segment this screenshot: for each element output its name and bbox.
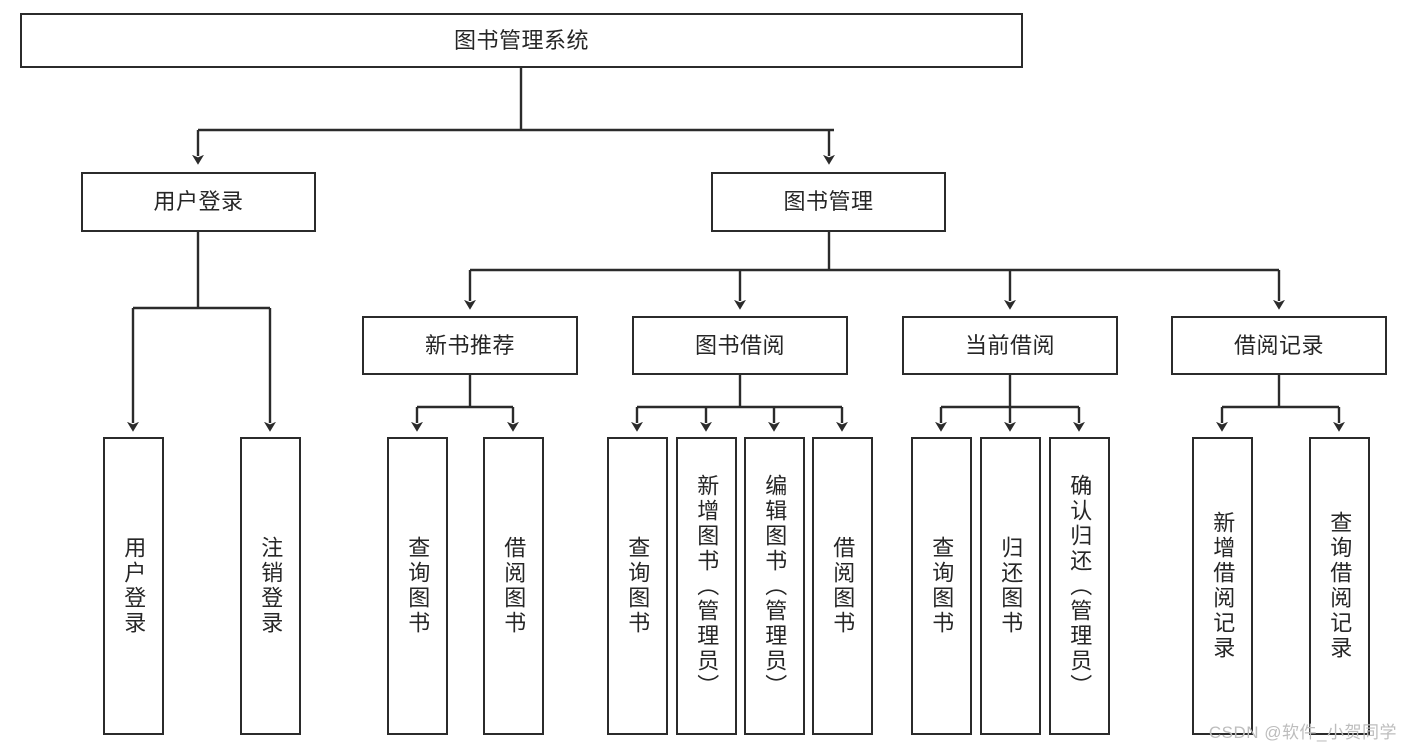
node-current-borrow[interactable]: 当前借阅: [902, 316, 1118, 375]
leaf-borrow-book-1-label: 借阅图书: [501, 536, 527, 636]
leaf-return-book-label: 归还图书: [998, 536, 1024, 636]
leaf-edit-book[interactable]: 编辑图书（管理员）: [744, 437, 805, 735]
node-borrow-record-label: 借阅记录: [1233, 332, 1324, 358]
leaf-query-book-2-label: 查询图书: [625, 536, 651, 636]
leaf-query-book-3-label: 查询图书: [929, 536, 955, 636]
leaf-add-record-label: 新增借阅记录: [1210, 511, 1236, 661]
leaf-confirm-return[interactable]: 确认归还（管理员）: [1049, 437, 1110, 735]
leaf-borrow-book-2[interactable]: 借阅图书: [812, 437, 873, 735]
watermark: CSDN @软件_小贺同学: [1208, 723, 1397, 742]
node-user-login-label: 用户登录: [153, 189, 244, 215]
node-book-manage-label: 图书管理: [783, 189, 874, 215]
leaf-query-book-3[interactable]: 查询图书: [911, 437, 972, 735]
leaf-add-book-label: 新增图书（管理员）: [694, 473, 720, 699]
leaf-confirm-return-label: 确认归还（管理员）: [1067, 473, 1093, 699]
leaf-query-book-2[interactable]: 查询图书: [607, 437, 668, 735]
leaf-edit-book-label: 编辑图书（管理员）: [762, 473, 788, 699]
leaf-query-book-1[interactable]: 查询图书: [387, 437, 448, 735]
node-root-label: 图书管理系统: [453, 27, 589, 53]
node-book-borrow-label: 图书借阅: [694, 332, 785, 358]
leaf-add-record[interactable]: 新增借阅记录: [1192, 437, 1253, 735]
leaf-user-login[interactable]: 用户登录: [103, 437, 164, 735]
leaf-user-login-label: 用户登录: [121, 536, 147, 636]
leaf-query-record[interactable]: 查询借阅记录: [1309, 437, 1370, 735]
leaf-return-book[interactable]: 归还图书: [980, 437, 1041, 735]
leaf-query-record-label: 查询借阅记录: [1327, 511, 1353, 661]
leaf-user-logout[interactable]: 注销登录: [240, 437, 301, 735]
node-user-login[interactable]: 用户登录: [81, 172, 316, 232]
leaf-user-logout-label: 注销登录: [258, 536, 284, 636]
node-root[interactable]: 图书管理系统: [20, 13, 1023, 68]
node-new-book-recommend-label: 新书推荐: [424, 332, 515, 358]
leaf-add-book[interactable]: 新增图书（管理员）: [676, 437, 737, 735]
node-new-book-recommend[interactable]: 新书推荐: [362, 316, 578, 375]
node-borrow-record[interactable]: 借阅记录: [1171, 316, 1387, 375]
node-current-borrow-label: 当前借阅: [964, 332, 1055, 358]
leaf-borrow-book-2-label: 借阅图书: [830, 536, 856, 636]
leaf-borrow-book-1[interactable]: 借阅图书: [483, 437, 544, 735]
node-book-manage[interactable]: 图书管理: [711, 172, 946, 232]
node-book-borrow[interactable]: 图书借阅: [632, 316, 848, 375]
leaf-query-book-1-label: 查询图书: [405, 536, 431, 636]
